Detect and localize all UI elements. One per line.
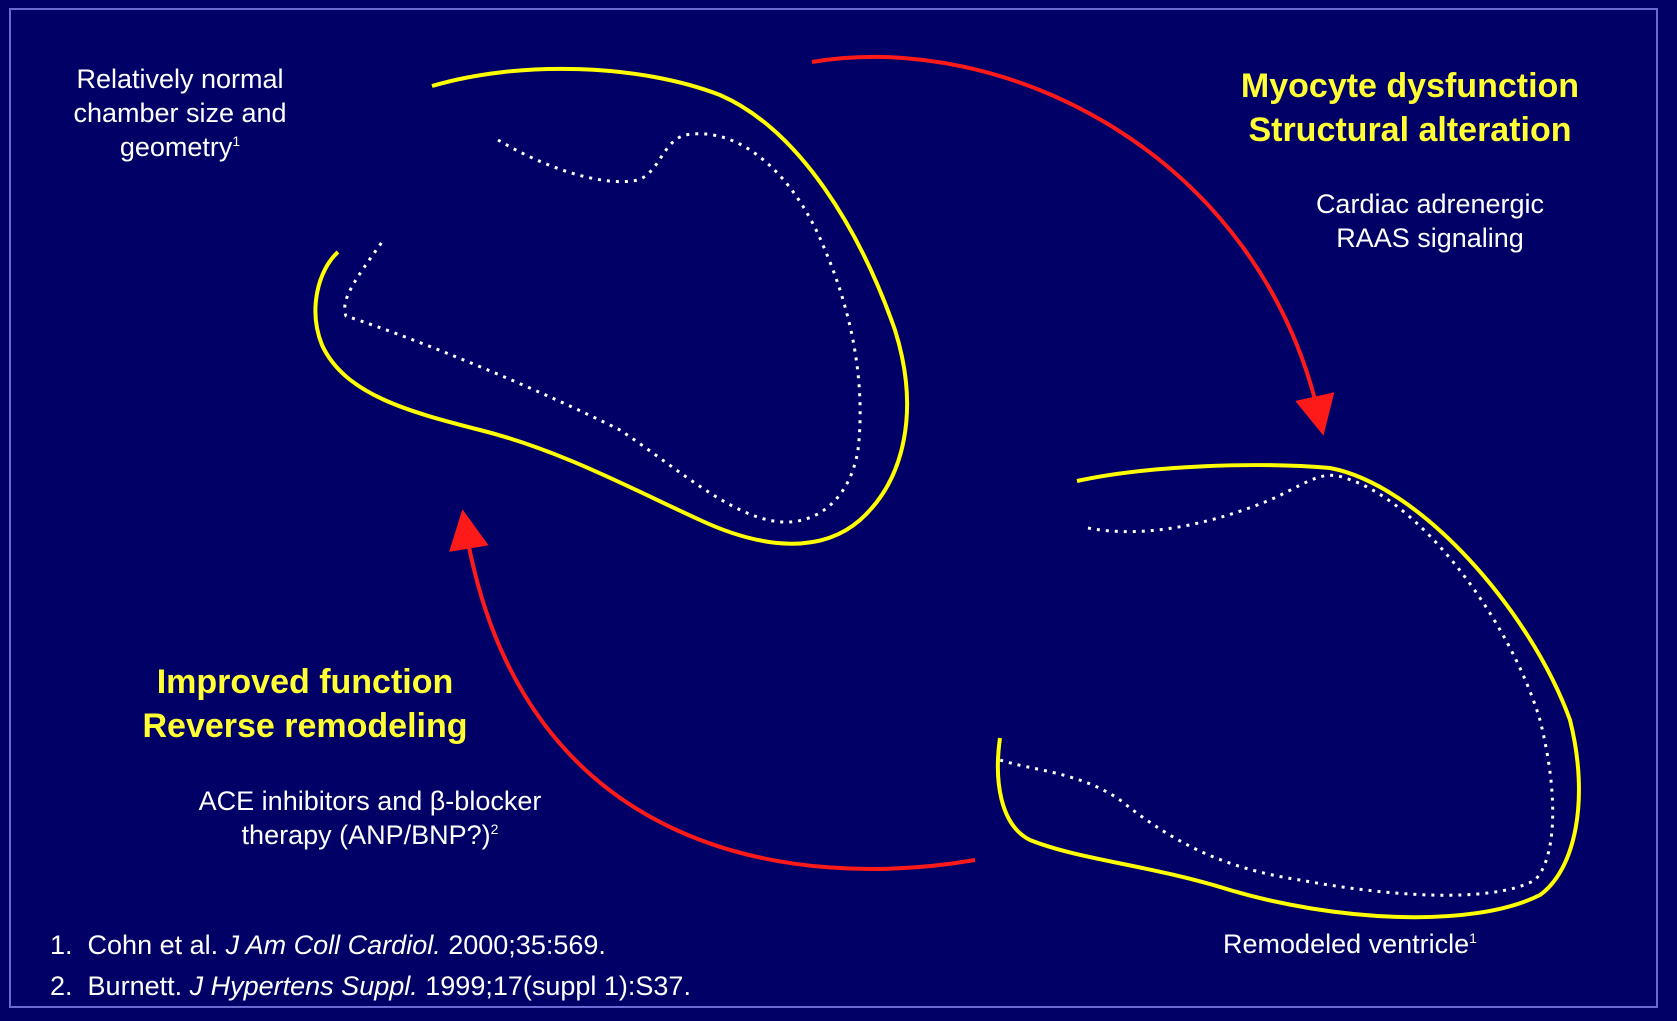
normal-chamber-label: Relatively normal chamber size and geome… (40, 63, 320, 164)
myocyte-dysfunction-heading: Myocyte dysfunction Structural alteratio… (1220, 64, 1600, 152)
remodeled-ventricle-cavity (1000, 475, 1553, 895)
highlight-improved: Improved function (110, 660, 500, 704)
signaling-line-2: RAAS signaling (1290, 222, 1570, 256)
remodeled-ventricle-outline (998, 465, 1579, 917)
normal-ventricle-outline (315, 69, 907, 544)
normal-label-line-1: Relatively normal (40, 63, 320, 97)
highlight-reverse: Reverse remodeling (110, 704, 500, 748)
therapy-line-2: therapy (ANP/BNP?)2 (140, 819, 600, 853)
therapy-label: ACE inhibitors and β-blocker therapy (AN… (140, 785, 600, 853)
reference-2: 2. Burnett. J Hypertens Suppl. 1999;17(s… (50, 971, 691, 1002)
remodeled-ventricle-label: Remodeled ventricle1 (1180, 928, 1520, 962)
normal-label-line-2: chamber size and (40, 97, 320, 131)
highlight-myocyte: Myocyte dysfunction (1220, 64, 1600, 108)
reference-1: 1. Cohn et al. J Am Coll Cardiol. 2000;3… (50, 930, 606, 961)
therapy-line-1: ACE inhibitors and β-blocker (140, 785, 600, 819)
signaling-line-1: Cardiac adrenergic (1290, 188, 1570, 222)
highlight-structural: Structural alteration (1220, 108, 1600, 152)
signaling-label: Cardiac adrenergic RAAS signaling (1290, 188, 1570, 256)
reverse-remodeling-heading: Improved function Reverse remodeling (110, 660, 500, 748)
normal-ventricle-cavity (345, 134, 860, 522)
normal-label-line-3: geometry1 (40, 131, 320, 165)
